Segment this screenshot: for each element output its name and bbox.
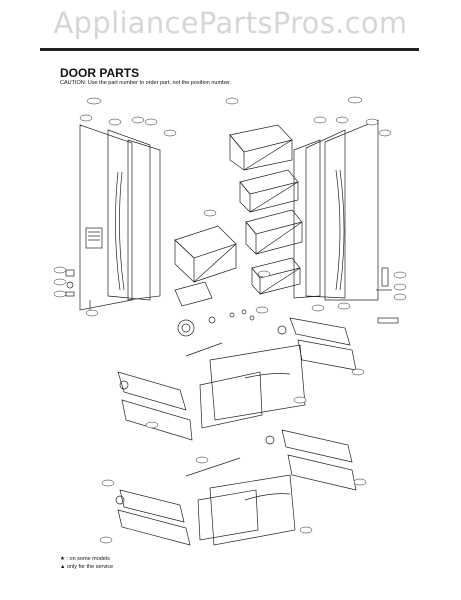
ice-tray bbox=[174, 281, 213, 307]
legend-on-some-models: ★ : on some models bbox=[60, 556, 110, 562]
watermark-text: AppliancePartsPros.com bbox=[53, 6, 408, 40]
drawer-1-rail-left bbox=[117, 371, 193, 441]
left-door-display bbox=[85, 227, 103, 249]
drawer-1-rail-right bbox=[289, 317, 357, 371]
right-door-assembly bbox=[293, 119, 379, 301]
door-bin-4 bbox=[251, 257, 301, 295]
right-door-frame bbox=[305, 129, 346, 299]
drawer-2-bar bbox=[185, 457, 241, 477]
small-fasteners bbox=[177, 309, 255, 337]
right-hinge-parts bbox=[376, 267, 399, 324]
drawer-2-rail-left bbox=[117, 489, 191, 546]
left-hinge-parts bbox=[65, 269, 91, 310]
right-door-handle bbox=[339, 169, 345, 291]
right-door-gasket bbox=[293, 139, 321, 299]
legend-service-only: ▲ only for the service bbox=[60, 564, 114, 570]
drawer-1-bar bbox=[185, 342, 223, 357]
drawer-2-front bbox=[197, 474, 296, 546]
left-door-frame bbox=[107, 129, 151, 301]
left-door-assembly bbox=[79, 124, 161, 311]
door-bin-3 bbox=[245, 209, 303, 255]
right-door-panel bbox=[324, 119, 379, 301]
left-door-gasket bbox=[127, 139, 161, 301]
upper-door-bin bbox=[229, 124, 293, 171]
left-door-panel bbox=[79, 124, 133, 311]
caution-note: CAUTION: Use the part number to order pa… bbox=[60, 80, 232, 86]
page-title: DOOR PARTS bbox=[60, 66, 140, 80]
drawer-2-rail-right bbox=[281, 429, 357, 491]
left-door-handle bbox=[115, 171, 121, 291]
header-rule bbox=[40, 48, 419, 51]
left-door-bin bbox=[174, 225, 237, 283]
drawer-1-front bbox=[199, 344, 306, 429]
door-bin-2 bbox=[239, 169, 299, 213]
